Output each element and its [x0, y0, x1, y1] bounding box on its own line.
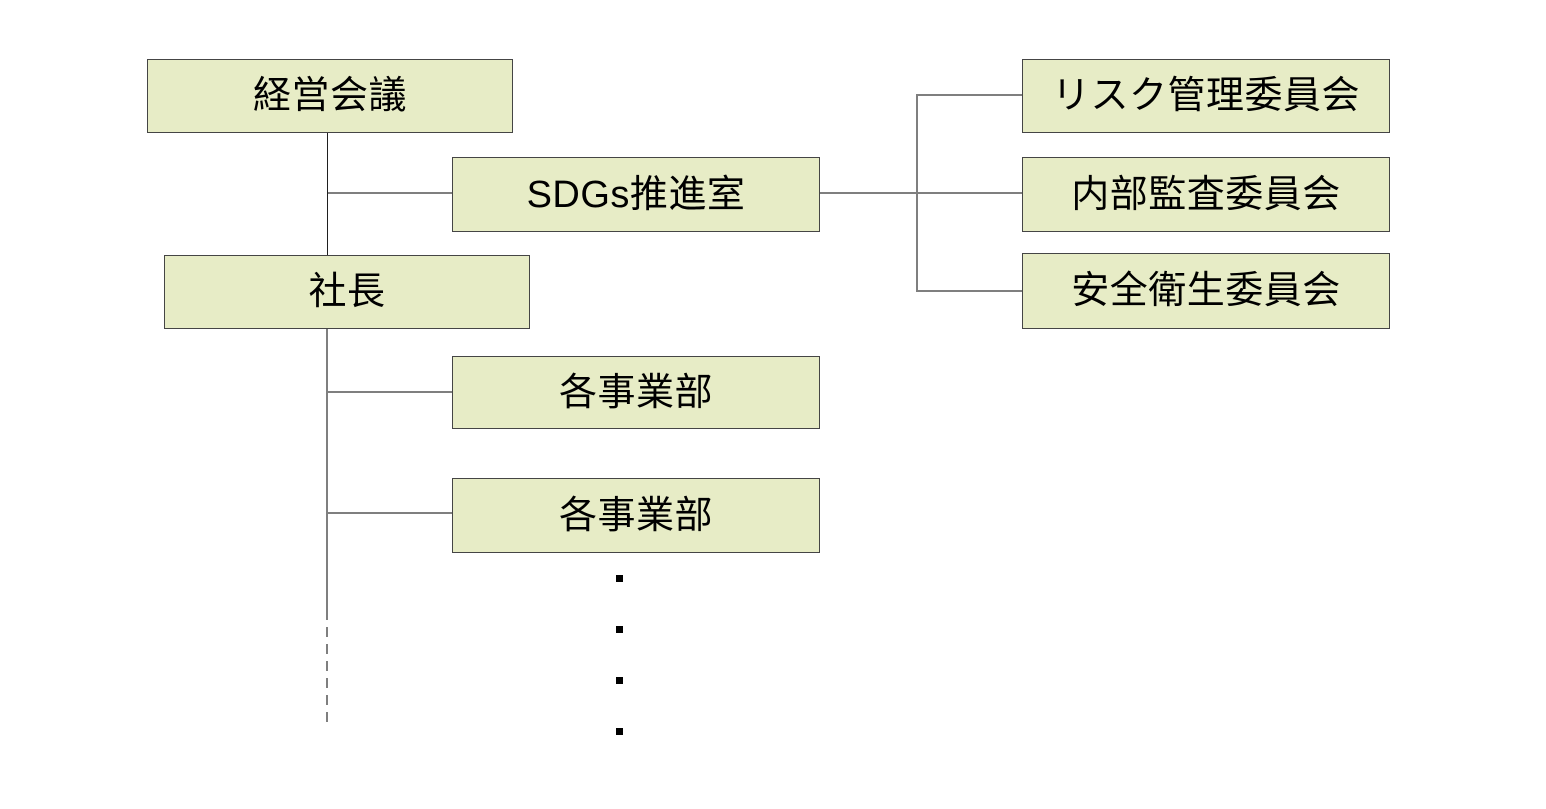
connector-shacho-down-dashed: [326, 610, 328, 723]
connector-branch-to-jigyobu-1: [328, 391, 452, 393]
org-node-sdgs-suishin: SDGs推進室: [452, 157, 820, 232]
continuation-dot: [616, 626, 623, 633]
connector-branch-to-sdgs: [328, 192, 452, 194]
connector-sdgs-to-trunk: [820, 192, 1022, 194]
connector-committee-trunk: [916, 94, 918, 292]
connector-shacho-down-solid: [326, 329, 328, 610]
org-node-label-anzen-eisei: 安全衛生委員会: [1071, 270, 1341, 312]
connector-branch-to-jigyobu-2: [328, 512, 452, 514]
org-node-risk-kanri: リスク管理委員会: [1022, 59, 1390, 133]
continuation-dot: [616, 677, 623, 684]
org-node-label-shacho: 社長: [308, 271, 386, 313]
org-node-label-naibu-kansa: 内部監査委員会: [1071, 173, 1341, 216]
org-node-anzen-eisei: 安全衛生委員会: [1022, 253, 1390, 329]
org-node-naibu-kansa: 内部監査委員会: [1022, 157, 1390, 232]
org-node-label-jigyobu-1: 各事業部: [558, 371, 713, 414]
continuation-dot: [616, 728, 623, 735]
connector-trunk-to-anzen: [916, 290, 1022, 292]
org-node-shacho: 社長: [164, 255, 530, 329]
connector-trunk-to-risk: [916, 94, 1022, 96]
org-node-keiei-kaigi: 経営会議: [147, 59, 513, 133]
org-node-label-risk-kanri: リスク管理委員会: [1051, 75, 1360, 117]
connector-keiei-to-shacho: [327, 133, 328, 255]
org-node-jigyobu-1: 各事業部: [452, 356, 820, 429]
continuation-dot: [616, 575, 623, 582]
org-node-label-sdgs-suishin: SDGs推進室: [526, 173, 746, 216]
org-node-jigyobu-2: 各事業部: [452, 478, 820, 553]
org-node-label-keiei-kaigi: 経営会議: [252, 75, 407, 117]
org-node-label-jigyobu-2: 各事業部: [558, 494, 713, 537]
